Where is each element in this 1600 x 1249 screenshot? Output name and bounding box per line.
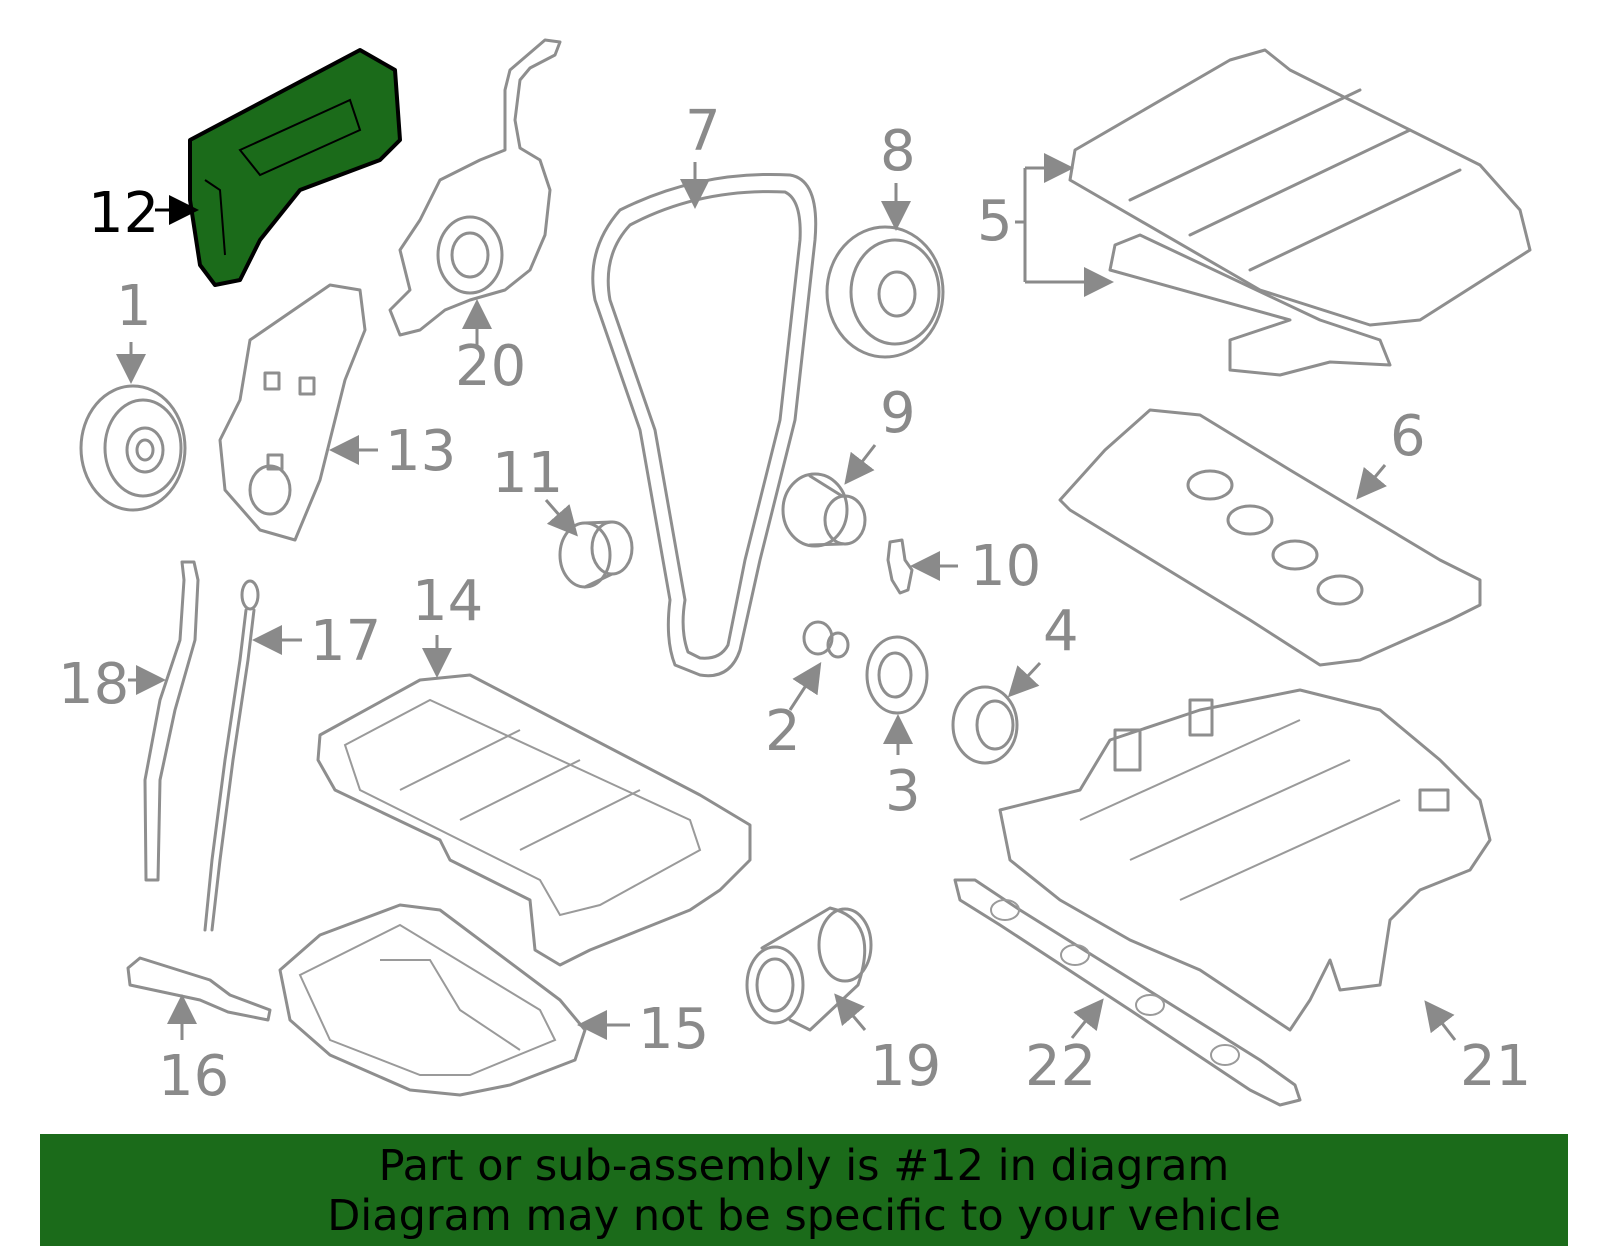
footer-banner: Part or sub-assembly is #12 in diagram D…: [40, 1134, 1568, 1246]
callout-12: 12: [88, 181, 199, 246]
callout-17: 17: [310, 609, 381, 674]
part-21-intake-manifold: [998, 688, 1492, 1032]
part-14-oil-pan-upper: [316, 673, 752, 967]
part-9-idler-pulley: [781, 472, 867, 548]
callout-5: 5: [977, 189, 1013, 254]
part-2-plug: [802, 620, 850, 659]
part-11-tensioner: [558, 520, 634, 589]
callout-10: 10: [970, 534, 1041, 599]
part-13-timing-cover-lower: [218, 283, 367, 542]
callout-3: 3: [885, 759, 921, 824]
callout-1: 1: [116, 274, 152, 339]
callout-4: 4: [1043, 599, 1079, 664]
callout-8: 8: [880, 119, 916, 184]
callout-22: 22: [1025, 1034, 1096, 1099]
callout-14: 14: [412, 569, 483, 634]
part-5-cylinder-head-cover: [1068, 48, 1532, 377]
part-1-crank-pulley: [79, 384, 187, 512]
callout-20: 20: [455, 334, 526, 399]
part-19-oil-filter: [745, 906, 873, 1032]
part-7-timing-belt: [591, 172, 818, 678]
callout-21: 21: [1460, 1034, 1531, 1099]
part-17-dipstick: [203, 579, 260, 932]
callout-19: 19: [870, 1034, 941, 1099]
part-12-timing-cover-upper[interactable]: [188, 48, 402, 287]
callout-2: 2: [765, 699, 801, 764]
part-15-oil-pan-lower: [278, 903, 587, 1097]
footer-line-1: Part or sub-assembly is #12 in diagram: [378, 1141, 1230, 1191]
part-16-sealant-tube: [126, 956, 272, 1022]
callout-18: 18: [58, 652, 129, 717]
part-20-oil-pump: [388, 38, 562, 337]
part-6-cover-gasket: [1058, 408, 1482, 667]
part-4-crank-sprocket: [951, 685, 1019, 765]
callout-15: 15: [638, 997, 709, 1062]
footer-line-2: Diagram may not be specific to your vehi…: [327, 1191, 1281, 1241]
part-8-cam-sprocket: [825, 225, 945, 359]
part-3-seal: [865, 635, 929, 715]
part-22-intake-gasket: [953, 878, 1302, 1107]
callout-9: 9: [880, 381, 916, 446]
callout-16: 16: [158, 1044, 229, 1109]
part-10-bolt: [886, 538, 914, 595]
callout-12-label: 12: [88, 181, 159, 246]
callout-6: 6: [1390, 404, 1426, 469]
callout-11: 11: [492, 441, 563, 506]
part-18-dipstick-tube: [143, 560, 200, 882]
callout-7: 7: [685, 99, 721, 164]
callout-13: 13: [385, 419, 456, 484]
